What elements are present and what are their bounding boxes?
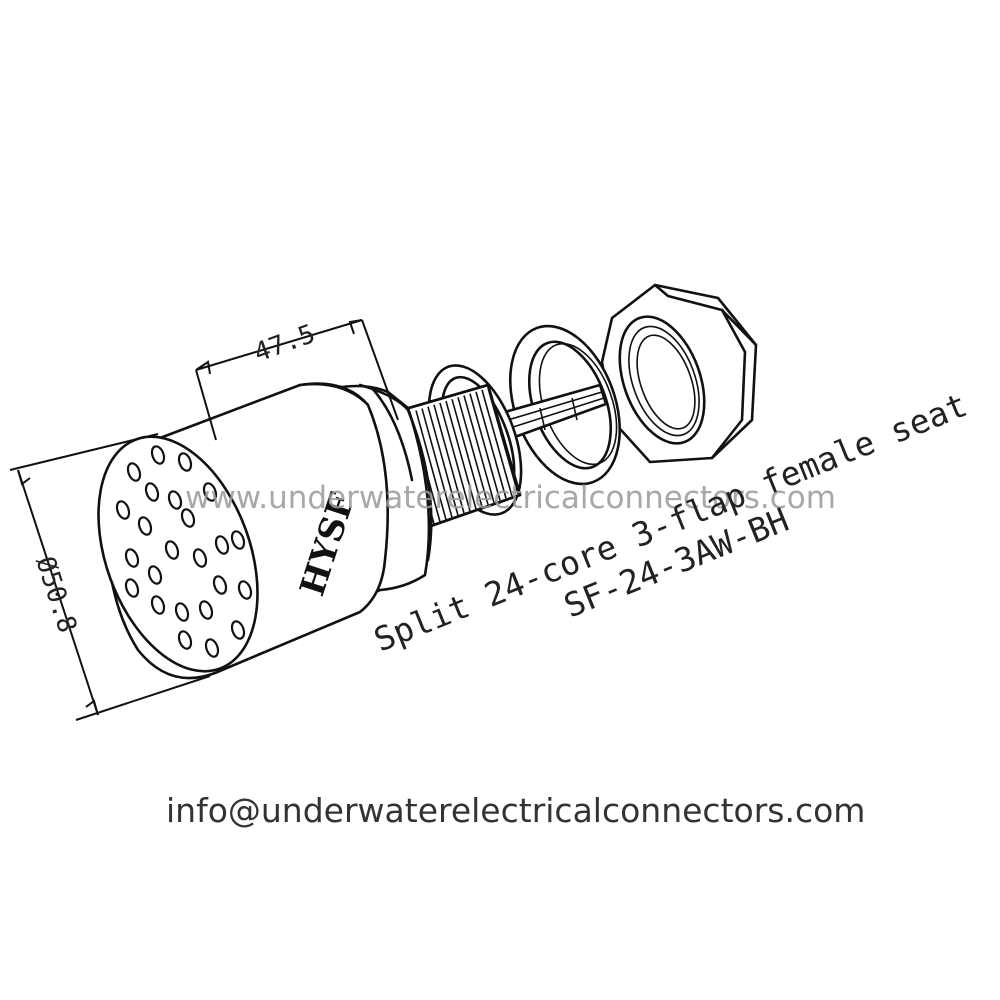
thread-line: [481, 389, 513, 497]
contact-hole: [144, 482, 160, 502]
hex-nut: [600, 283, 758, 464]
contact-email: info@underwaterelectricalconnectors.com: [166, 791, 865, 830]
thread-line: [469, 393, 501, 501]
contact-hole: [167, 490, 183, 510]
contact-hole: [150, 445, 166, 465]
contact-hole: [214, 535, 230, 555]
length-dimension: [195, 319, 399, 441]
contact-hole: [115, 500, 131, 520]
contact-hole: [198, 600, 214, 620]
thread-line: [463, 395, 495, 503]
contact-hole: [230, 530, 246, 550]
contact-hole: [230, 620, 246, 640]
contact-hole: [150, 595, 166, 615]
contact-hole: [174, 602, 190, 622]
contact-hole: [212, 575, 228, 595]
thread-line: [445, 400, 477, 510]
contact-hole: [177, 630, 193, 650]
rear-pins: [503, 383, 608, 440]
contact-hole: [202, 482, 218, 502]
contact-hole: [137, 516, 153, 536]
thread-line: [415, 410, 447, 520]
thread-line: [439, 402, 471, 512]
contact-hole: [147, 565, 163, 585]
contact-hole: [192, 548, 208, 568]
thread-line: [427, 406, 459, 516]
thread-line: [421, 408, 453, 518]
contact-hole: [126, 462, 142, 482]
contact-hole: [204, 638, 220, 658]
thread-line: [433, 404, 465, 514]
contact-hole: [180, 508, 196, 528]
thread-line: [457, 397, 489, 505]
contact-hole: [124, 548, 140, 568]
contact-hole: [164, 540, 180, 560]
thread-line: [475, 391, 507, 499]
contact-hole: [237, 580, 253, 600]
contact-hole: [177, 452, 193, 472]
contact-hole: [124, 578, 140, 598]
contact-holes: [115, 445, 253, 658]
thread-line: [451, 398, 483, 508]
diameter-dimension: [9, 433, 211, 721]
length-dimension-label: 47.5: [250, 319, 319, 369]
watermark-url: www.underwaterelectricalconnectors.com: [185, 480, 836, 516]
diameter-dimension-label: Ø50.8: [29, 553, 82, 637]
